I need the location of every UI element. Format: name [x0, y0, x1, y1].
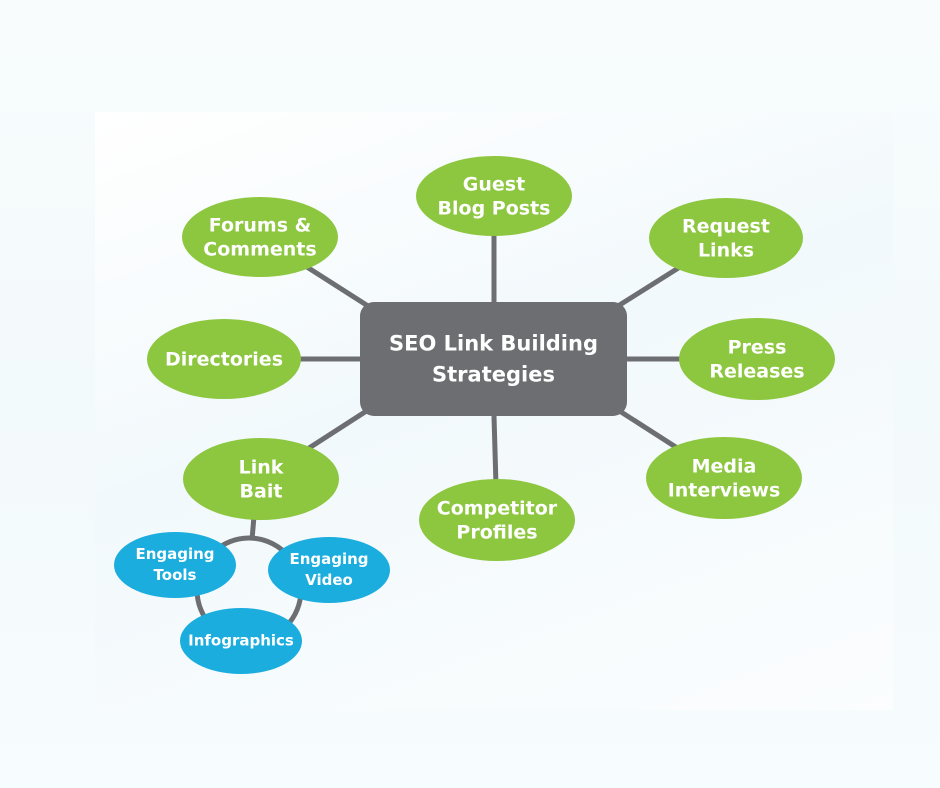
- sub-strategy-node-infographics[interactable]: Infographics: [180, 608, 302, 674]
- strategy-ellipse: [147, 319, 301, 399]
- strategy-ellipse: [649, 198, 803, 278]
- node-label: Video: [305, 571, 353, 589]
- sub-strategy-ellipse: [114, 532, 236, 598]
- node-label: Directories: [165, 349, 283, 371]
- strategy-ellipse: [679, 318, 835, 400]
- node-label: Request: [682, 216, 770, 238]
- node-label: Tools: [154, 566, 197, 584]
- strategy-ellipse: [182, 197, 338, 277]
- sub-strategy-ellipse: [180, 608, 302, 674]
- sub-strategy-ellipse: [268, 537, 390, 603]
- strategy-node-forums-comments[interactable]: Forums &Comments: [182, 197, 338, 277]
- node-label: Engaging: [135, 545, 214, 563]
- node-label: Strategies: [432, 363, 555, 387]
- node-label: SEO Link Building: [389, 332, 598, 356]
- node-label: Blog Posts: [438, 198, 551, 220]
- node-label: Comments: [203, 239, 316, 261]
- node-label: Profiles: [456, 522, 537, 544]
- node-label: Media: [692, 456, 757, 478]
- strategy-ellipse: [419, 479, 575, 561]
- hub-box: [360, 302, 627, 416]
- node-label: Competitor: [437, 498, 558, 520]
- strategy-ellipse: [183, 438, 339, 520]
- node-label: Guest: [463, 174, 525, 196]
- strategy-node-directories[interactable]: Directories: [147, 319, 301, 399]
- node-label: Link: [239, 457, 284, 479]
- node-label: Releases: [709, 361, 804, 383]
- node-label: Press: [728, 337, 787, 359]
- node-label: Forums &: [209, 215, 311, 237]
- node-label: Infographics: [188, 632, 294, 650]
- node-label: Links: [698, 240, 754, 262]
- strategy-ellipse: [416, 156, 572, 236]
- node-label: Bait: [240, 481, 283, 503]
- node-label: Interviews: [668, 480, 781, 502]
- strategy-ellipse: [646, 437, 802, 519]
- node-label: Engaging: [289, 550, 368, 568]
